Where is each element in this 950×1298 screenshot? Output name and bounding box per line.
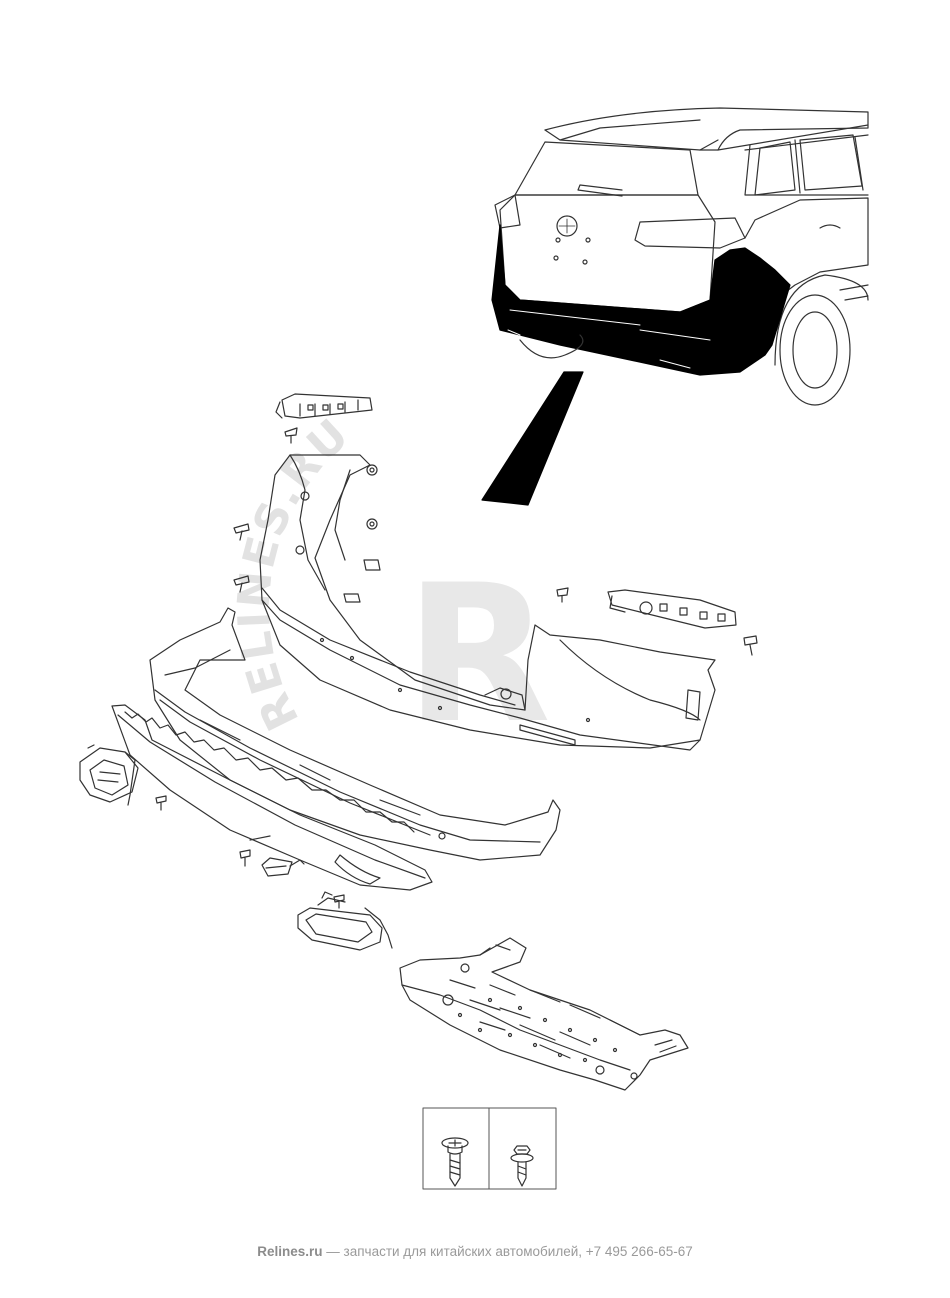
tailgate-badge [556,215,578,237]
screw-diffuser-2 [239,849,251,867]
bracket-left [275,393,373,419]
rear-spoiler [544,119,719,151]
highlighted-rear-bumper [491,224,791,376]
clip-left-bracket [284,427,298,444]
tailgate [499,194,716,313]
underbody-shield [399,937,689,1091]
side-window-rear [799,134,863,191]
screw-diffuser-1 [155,795,167,811]
watermark: RELINES.RU R [228,408,551,765]
bumper-nut-2 [366,518,378,530]
bracket-right [607,589,737,629]
footer-tagline: — запчасти для китайских автомобилей, +7… [322,1244,693,1259]
tail-light-right [634,217,746,249]
door-handle [819,224,841,229]
rear-window [514,141,699,196]
locator-pointer [481,371,584,506]
screw-bumper-left-2 [233,575,250,593]
flange-hex-bolt-icon [510,1145,534,1187]
rear-bumper-cover [259,454,716,751]
tail-light-left [494,194,521,229]
car-roof [544,107,869,151]
clip-right-bracket [556,587,569,603]
wheel-arch [774,274,869,366]
bumper-nut-1 [366,464,378,476]
footer: Relines.ru — запчасти для китайских авто… [0,1244,950,1259]
screw-bumper-right [743,635,758,656]
vehicle-locator [491,107,869,406]
watermark-logo: R [405,544,551,765]
flat-head-tapping-screw-icon [441,1137,469,1187]
clip-nut-2 [343,593,361,603]
screw-exhaust [333,894,345,909]
rear-wheel [779,294,851,406]
rear-diffuser [111,704,433,891]
fastener-legend [422,1107,557,1190]
lower-bumper-panel [149,607,561,861]
exhaust-outline [519,334,584,359]
exhaust-tip-left [79,744,139,806]
reflector-bracket [261,857,305,877]
quarter-panel [744,197,869,301]
side-window [754,141,796,196]
exhaust-tip-right [297,891,393,951]
clip-nut-1 [363,559,381,571]
screw-bumper-left-1 [233,523,250,541]
side-body [717,124,869,196]
footer-brand[interactable]: Relines.ru [257,1244,323,1259]
rear-wiper [577,184,623,197]
